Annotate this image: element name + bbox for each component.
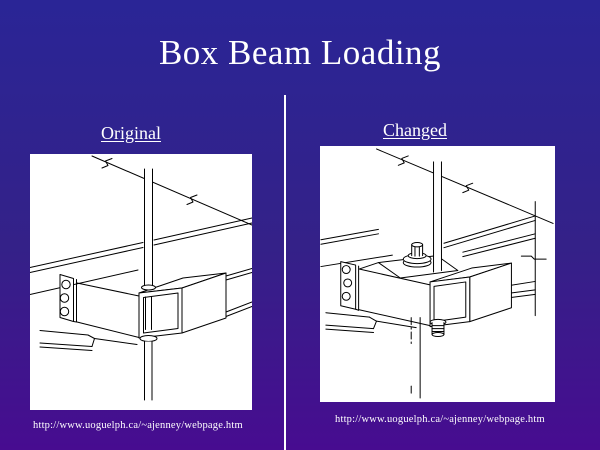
box-beam-original-drawing (30, 155, 252, 401)
box-beam-changed-drawing (320, 148, 554, 399)
divider-line (284, 95, 286, 450)
page-title: Box Beam Loading (158, 33, 442, 72)
bolt-holes (59, 279, 71, 317)
angle-bracket (59, 274, 140, 338)
section-cut-line (520, 201, 547, 317)
channel-rail (30, 217, 252, 317)
changed-image-panel (320, 146, 555, 402)
hanger-rod (139, 168, 158, 401)
beam-flange (325, 312, 417, 334)
label-original: Original (101, 123, 161, 143)
beam-flange (39, 330, 138, 351)
label-changed: Changed (383, 120, 447, 140)
nut-and-washer (402, 242, 432, 268)
ceiling-edge-line (375, 148, 554, 224)
source-url-right: http://www.uoguelph.ca/~ajenney/webpage.… (335, 414, 545, 425)
ceiling-edge-line (91, 155, 252, 226)
threaded-stub (429, 318, 447, 338)
hanger-rod (433, 161, 442, 273)
source-url-left: http://www.uoguelph.ca/~ajenney/webpage.… (33, 420, 243, 431)
original-image-panel (30, 154, 252, 410)
center-line (410, 317, 421, 399)
bolt-holes (341, 265, 353, 301)
box-beam-tube (429, 262, 512, 328)
box-beam-tube (138, 272, 227, 339)
